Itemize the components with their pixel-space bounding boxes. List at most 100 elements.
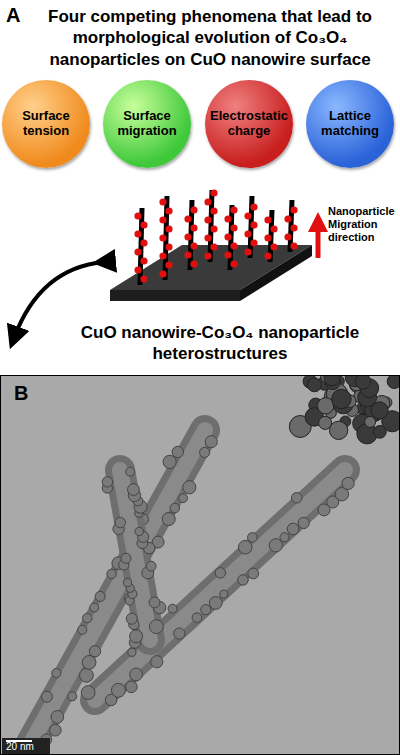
nanoparticle	[134, 212, 141, 219]
tem-particle	[238, 540, 252, 554]
tem-particle	[83, 613, 92, 622]
tem-image	[30, 376, 399, 754]
nanoparticle	[230, 224, 237, 231]
substrate-front	[110, 290, 240, 301]
tem-particle	[209, 597, 222, 610]
scale-label: 20 nm	[6, 741, 34, 753]
tem-particle	[205, 436, 217, 448]
tem-particle	[126, 467, 135, 476]
tem-particle	[95, 591, 105, 601]
tem-particle	[172, 446, 183, 457]
nanoparticle	[159, 270, 166, 277]
tem-cluster-particle	[332, 389, 351, 408]
tem-particle	[128, 648, 136, 656]
nanoparticle	[244, 248, 251, 255]
tem-particle	[41, 691, 52, 702]
nanoparticle	[210, 225, 217, 232]
nanoparticle	[165, 261, 172, 268]
nanoparticle	[140, 239, 147, 246]
phenomenon-text: Lattice matching	[310, 109, 390, 139]
nanoparticle	[230, 260, 237, 267]
tem-particle	[168, 604, 177, 613]
tem-particle	[90, 603, 99, 612]
tem-particle	[81, 686, 95, 700]
tem-nanowire	[120, 470, 150, 640]
nanoparticle	[190, 206, 197, 213]
nanoparticle	[140, 221, 147, 228]
nanoparticle	[134, 266, 141, 273]
nanowires	[134, 189, 297, 285]
tem-particle	[269, 539, 282, 552]
nanoparticle	[244, 230, 251, 237]
panel-label: B	[14, 382, 28, 405]
nanoparticle	[270, 243, 277, 250]
nanoparticle	[190, 242, 197, 249]
nanoparticle	[264, 252, 271, 259]
tem-particle	[130, 668, 143, 681]
tem-particle	[89, 646, 100, 657]
tem-particle	[200, 447, 210, 457]
tem-particle	[298, 517, 309, 528]
nanoparticle	[140, 257, 147, 264]
heterostructure-label: CuO nanowire-Co₃O₄ nanoparticle heterost…	[50, 322, 390, 365]
nanoparticle	[204, 216, 211, 223]
nanoparticle	[244, 212, 251, 219]
tem-particle	[201, 605, 211, 615]
tem-nanowire-core	[95, 470, 345, 700]
nanoparticle	[165, 207, 172, 214]
tem-particle	[107, 569, 116, 578]
tem-particle	[215, 568, 225, 578]
nanoparticle	[210, 243, 217, 250]
nanoparticle	[204, 252, 211, 259]
nanoparticle	[159, 234, 166, 241]
tem-particle	[102, 477, 112, 487]
tem-particle	[78, 625, 87, 634]
phenomenon-text: Surface migration	[107, 109, 187, 139]
arrow-label: Nanoparticle Migration direction	[328, 205, 398, 245]
nanoparticle	[284, 215, 291, 222]
tem-cluster-particle	[324, 376, 340, 386]
tem-particle	[115, 517, 125, 527]
nanoparticle	[204, 198, 211, 205]
nanoparticle	[184, 215, 191, 222]
tem-particle	[111, 683, 125, 697]
migration-arrow	[316, 222, 321, 258]
tem-particle	[238, 575, 248, 585]
nanoparticle	[224, 251, 231, 258]
tem-cluster-particle	[329, 421, 347, 439]
phenomenon-circle: Surface migration	[103, 80, 191, 168]
tem-cluster-particle	[371, 402, 388, 419]
tem-particle	[149, 620, 163, 634]
nanoparticle	[210, 207, 217, 214]
tem-background	[1, 376, 400, 755]
nanoparticle	[250, 221, 257, 228]
nanoparticle	[290, 224, 297, 231]
tem-cluster-particle	[373, 425, 386, 438]
tem-particle	[50, 724, 62, 736]
nanoparticle	[190, 260, 197, 267]
tem-particle	[287, 523, 299, 535]
tem-particle	[51, 711, 64, 724]
phenomenon-text: Surface tension	[6, 109, 86, 139]
nanoparticle	[184, 251, 191, 258]
nanoparticle	[159, 252, 166, 259]
nanoparticle	[140, 275, 147, 282]
tem-particle	[220, 590, 228, 598]
nanoparticle	[250, 203, 257, 210]
tem-particle	[248, 533, 258, 543]
tem-particle	[82, 656, 96, 670]
tem-particle	[80, 668, 94, 682]
nanoparticle	[165, 243, 172, 250]
nanoparticle	[165, 225, 172, 232]
scale-bar-ground	[2, 738, 50, 754]
tem-particle	[280, 533, 289, 542]
tem-particle	[291, 493, 302, 504]
phenomenon-text: Electrostatic charge	[209, 109, 289, 139]
tem-particle	[135, 527, 143, 535]
nanoparticle	[224, 233, 231, 240]
nanoparticle	[264, 234, 271, 241]
phenomenon-circle: Electrostatic charge	[205, 80, 293, 168]
tem-particle	[128, 484, 140, 496]
nanoparticle	[190, 224, 197, 231]
nanoparticle	[159, 198, 166, 205]
